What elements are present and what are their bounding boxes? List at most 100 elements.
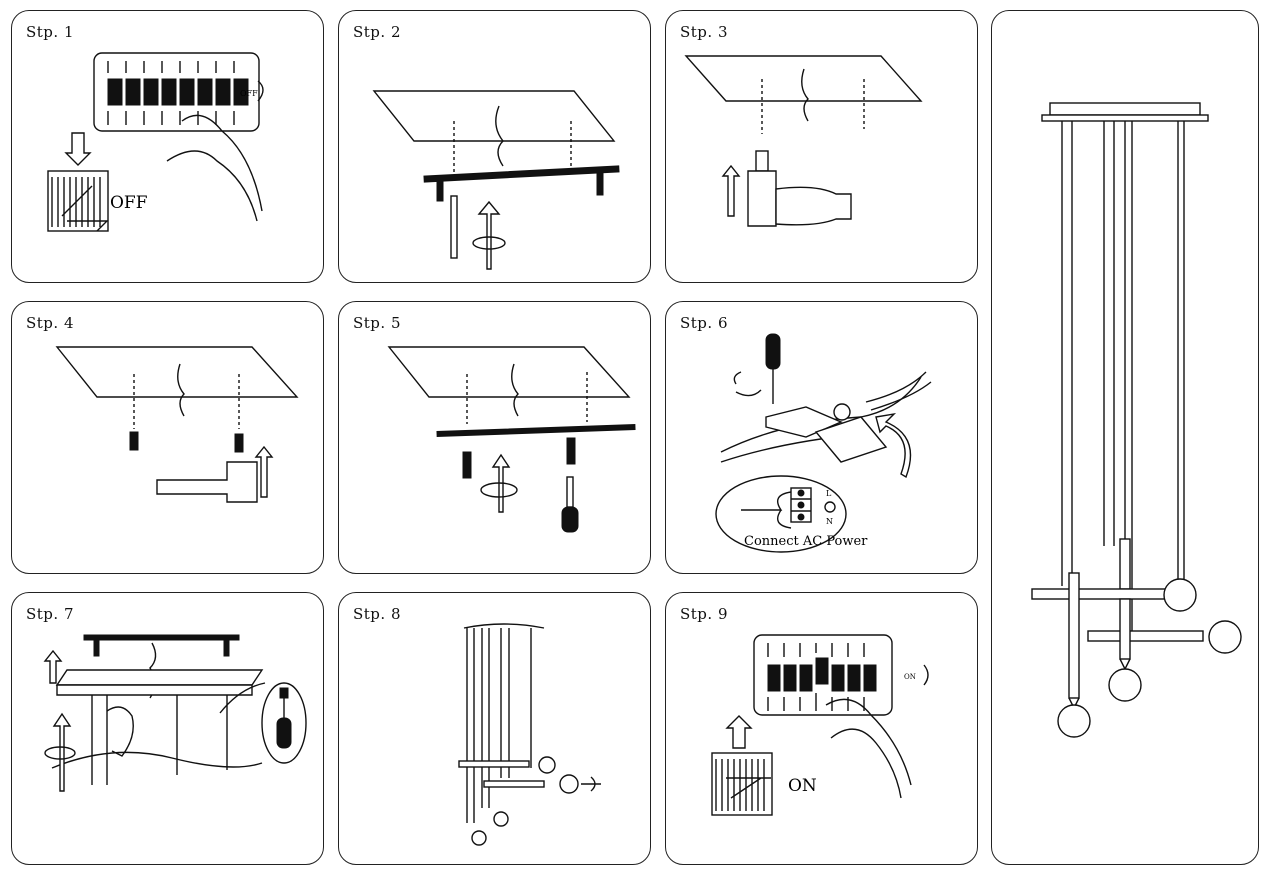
power-cable [177, 363, 185, 417]
mounting-bar [436, 424, 636, 437]
canopy [55, 669, 264, 686]
switch-off-icon [47, 170, 109, 232]
globe-icon [559, 774, 579, 794]
step-3-illustration [684, 55, 923, 227]
power-cable [801, 68, 809, 122]
step-6-panel: Stp. 6 L N Connect AC Power [665, 301, 978, 574]
step-2-illustration [372, 90, 620, 270]
anchor-icon [129, 431, 139, 451]
up-arrow-icon [52, 712, 72, 792]
globe-bulb [1208, 620, 1242, 654]
off-caption: OFF [110, 193, 148, 213]
screwdriver-icon [765, 333, 781, 370]
pendant-light-illustration [1031, 102, 1242, 738]
mounting-bar [83, 634, 240, 641]
ceiling-canopy [1049, 102, 1201, 116]
step-7-panel: Stp. 7 [11, 592, 324, 865]
light-stem [1119, 598, 1131, 660]
rotate-icon [44, 746, 76, 760]
up-arrow-icon [721, 164, 741, 217]
up-arrow-icon [725, 715, 753, 749]
screwdriver-callout [261, 682, 307, 764]
light-stem [1119, 538, 1131, 590]
suspension-rods [1061, 121, 1185, 631]
down-arrow-icon [64, 132, 92, 166]
power-cable [495, 105, 504, 167]
step-5-illustration [387, 346, 636, 533]
step-8-panel: Stp. 8 [338, 592, 651, 865]
screwdriver-icon [566, 476, 574, 508]
step-label: Stp. 4 [26, 314, 74, 332]
wiring-callout [715, 475, 847, 553]
globe-icon [538, 756, 556, 774]
terminal-label-l: L [826, 489, 832, 498]
up-arrow-icon [477, 200, 501, 270]
step-1-illustration: OFF OFF [47, 52, 264, 232]
globe-bulb [1057, 704, 1091, 738]
mounting-bar [423, 165, 620, 183]
hand-icon [825, 698, 912, 799]
crossbar [1087, 630, 1204, 642]
step-label: Stp. 5 [353, 314, 401, 332]
ground-symbol-icon [824, 501, 836, 513]
ceiling-plane [387, 346, 631, 398]
step-1-panel: Stp. 1 OFF OFF [11, 10, 324, 283]
breaker-panel [753, 634, 893, 716]
hand-icon [166, 114, 263, 222]
hand-icon [106, 706, 134, 757]
power-cable [511, 363, 519, 417]
arrow-icon [219, 682, 266, 714]
step-label: Stp. 9 [680, 605, 728, 623]
connect-ac-caption: Connect AC Power [744, 534, 868, 549]
globe-icon [493, 811, 509, 827]
curved-arrow-icon [875, 412, 912, 479]
step-7-illustration [43, 634, 307, 792]
step-label: Stp. 2 [353, 23, 401, 41]
up-arrow-icon [254, 445, 274, 498]
globe-bulb [1108, 668, 1142, 702]
ceiling-plane [372, 90, 616, 142]
rotate-arrow-icon [923, 664, 929, 686]
on-caption: ON [788, 776, 817, 796]
step-2-panel: Stp. 2 [338, 10, 651, 283]
ground-icon [833, 403, 851, 421]
drill-icon [747, 150, 852, 227]
rotate-arrow-icon [581, 776, 601, 792]
switch-on-icon [711, 752, 773, 816]
ceiling-plane [55, 346, 299, 398]
step-8-illustration [458, 623, 601, 846]
screwdriver-icon [276, 717, 292, 749]
step-label: Stp. 3 [680, 23, 728, 41]
step-4-illustration [55, 346, 299, 503]
screw-icon [462, 451, 472, 479]
step-3-panel: Stp. 3 [665, 10, 978, 283]
screw-icon [566, 437, 576, 465]
step-6-illustration: L N Connect AC Power [715, 333, 932, 553]
finished-fixture-panel [991, 10, 1259, 865]
screw-icon [450, 195, 458, 259]
rotate-icon [480, 482, 518, 498]
light-stem [1068, 572, 1080, 699]
step-4-panel: Stp. 4 [11, 301, 324, 574]
breaker-on-text: ON [904, 673, 916, 681]
ceiling-plane [684, 55, 923, 102]
anchor-icon [234, 433, 244, 453]
step-9-illustration: ON ON [711, 634, 929, 816]
step-9-panel: Stp. 9 ON ON [665, 592, 978, 865]
crossbar [458, 760, 530, 768]
pendant-rods [466, 628, 532, 823]
rotate-icon [472, 236, 506, 250]
hammer-icon [156, 461, 258, 503]
step-label: Stp. 1 [26, 23, 74, 41]
up-arrow-icon [43, 649, 63, 684]
globe-icon [471, 830, 487, 846]
step-5-panel: Stp. 5 [338, 301, 651, 574]
step-label: Stp. 8 [353, 605, 401, 623]
breaker-off-text: OFF [240, 89, 258, 98]
globe-bulb [1163, 578, 1197, 612]
breaker-panel [93, 52, 260, 132]
step-label: Stp. 7 [26, 605, 74, 623]
rotate-icon [733, 371, 762, 397]
step-label: Stp. 6 [680, 314, 728, 332]
crossbar [483, 780, 545, 788]
